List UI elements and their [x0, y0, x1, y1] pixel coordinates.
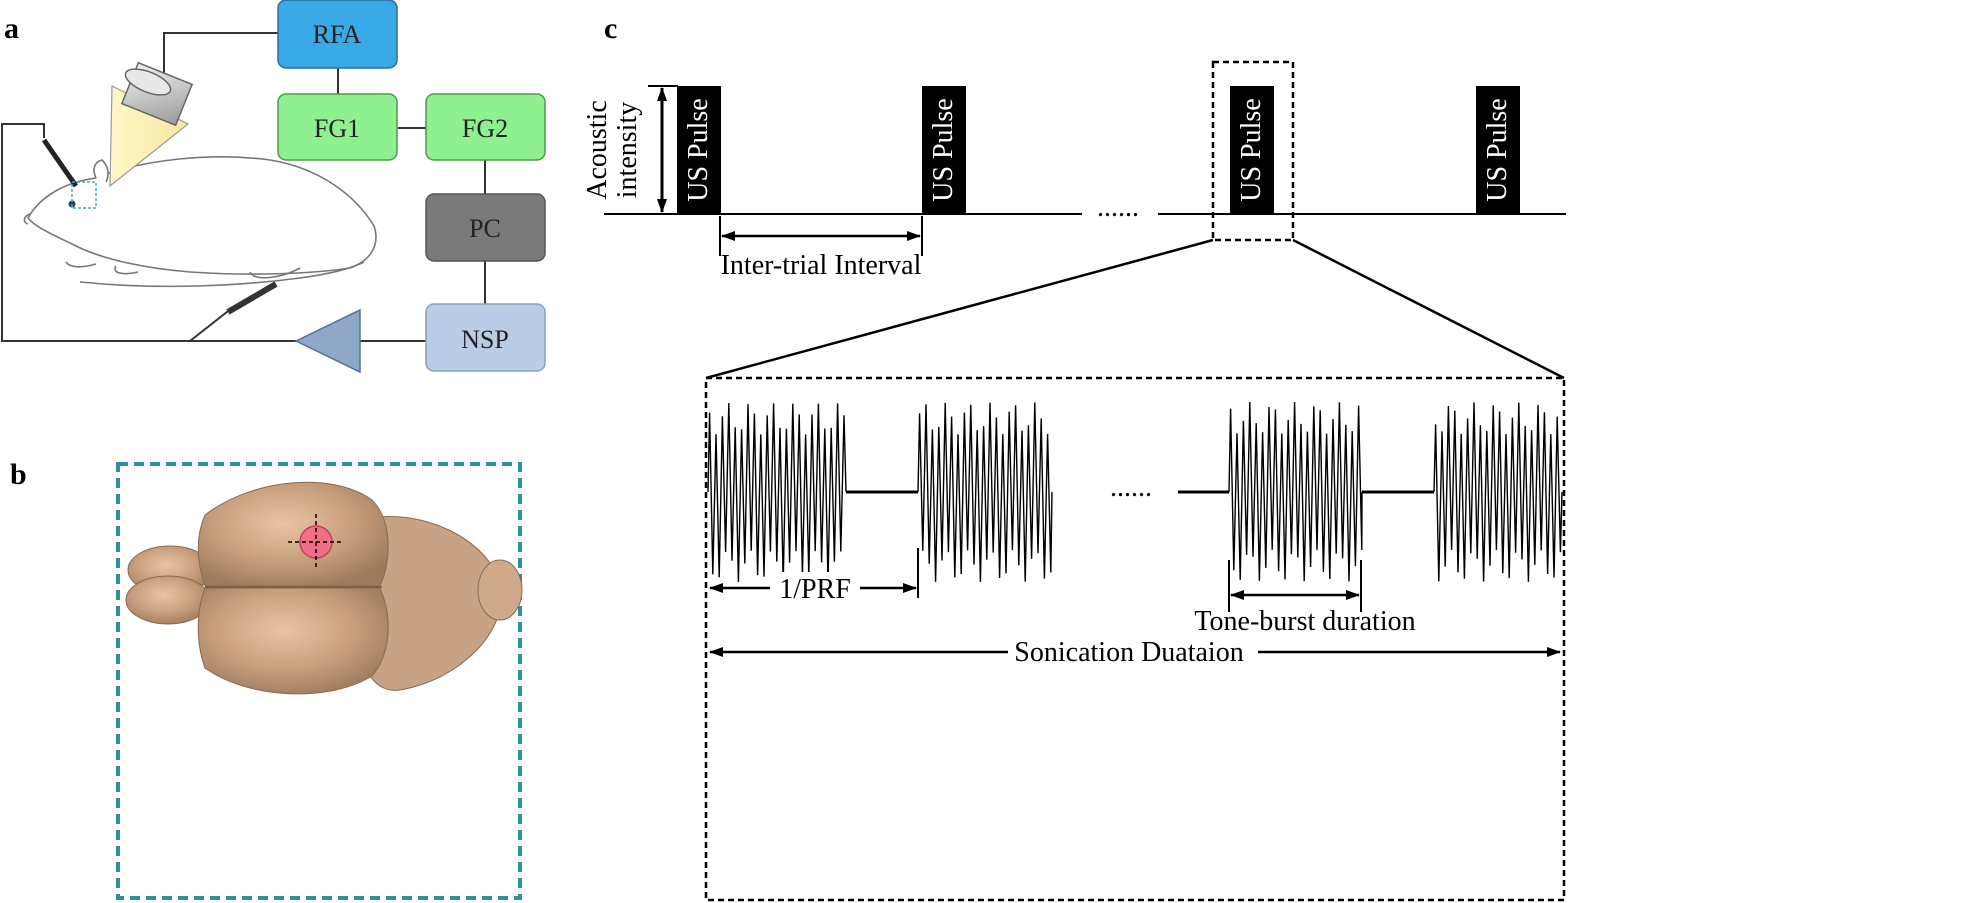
tone-burst-2: [917, 402, 1053, 582]
panel-a-setup: RFA FG1 FG2 PC NSP: [1, 0, 546, 374]
y-axis-label-line1: Acoustic: [582, 100, 613, 200]
prf-label: 1/PRF: [779, 574, 851, 605]
pc-label: PC: [469, 214, 501, 243]
sonication-target-marker: [288, 514, 344, 570]
sonication-duration-label: Sonication Duataion: [1014, 637, 1243, 668]
zoom-source-box: [1211, 60, 1295, 242]
pc-box: PC: [425, 193, 546, 262]
fg1-label: FG1: [314, 114, 360, 143]
fg2-label: FG2: [462, 114, 508, 143]
recording-electrode: [41, 138, 79, 188]
us-pulse-4-label: US Pulse: [1482, 98, 1513, 201]
amplifier-triangle: [294, 308, 361, 374]
tone-burst-3: [1228, 401, 1363, 582]
panel-letter-a: a: [4, 12, 19, 45]
zoom-line-right: [1292, 238, 1565, 380]
prf-label-bg: [770, 572, 860, 604]
nsp-box: NSP: [425, 303, 546, 372]
us-pulse-1-label: US Pulse: [683, 98, 714, 201]
panel-letter-b: b: [10, 458, 27, 491]
baseline-ellipsis: ......: [1097, 192, 1139, 223]
us-pulse-3: US Pulse: [1230, 86, 1274, 214]
us-pulse-4: US Pulse: [1476, 86, 1520, 214]
y-axis-label-line2: intensity: [612, 102, 643, 198]
rfa-box: RFA: [277, 0, 398, 69]
us-pulse-2: US Pulse: [922, 86, 966, 214]
rat-illustration: [23, 156, 377, 288]
panel-c-timing: Acoustic intensity ...... US Pulse US Pu…: [582, 60, 1566, 902]
target-region-box: [71, 181, 97, 209]
us-pulse-3-label: US Pulse: [1236, 98, 1267, 201]
connection-wires: [1, 32, 486, 342]
ultrasound-transducer: [120, 61, 194, 127]
brain-frame: [116, 462, 522, 900]
tone-bursts: [707, 401, 1563, 583]
inter-trial-interval-label: Inter-trial Interval: [721, 250, 922, 281]
sonication-label-bg: [1008, 634, 1258, 668]
us-pulse-2-label: US Pulse: [928, 98, 959, 201]
tone-burst-4: [1433, 402, 1563, 582]
rfa-label: RFA: [313, 20, 362, 49]
burst-ellipsis: ......: [1110, 472, 1152, 503]
zoom-line-left: [705, 238, 1214, 380]
panel-letter-c: c: [604, 12, 617, 45]
nsp-label: NSP: [461, 325, 509, 354]
tone-burst-1: [707, 402, 847, 583]
fg2-box: FG2: [425, 93, 546, 161]
us-pulse-1: US Pulse: [677, 86, 721, 214]
rat-brain-illustration: [125, 481, 523, 695]
ground-wire: [189, 307, 233, 342]
tone-burst-duration-label: Tone-burst duration: [1194, 606, 1415, 637]
fg1-box: FG1: [277, 93, 398, 161]
ground-electrode: [226, 281, 278, 315]
panel-b-brain: [116, 462, 523, 900]
